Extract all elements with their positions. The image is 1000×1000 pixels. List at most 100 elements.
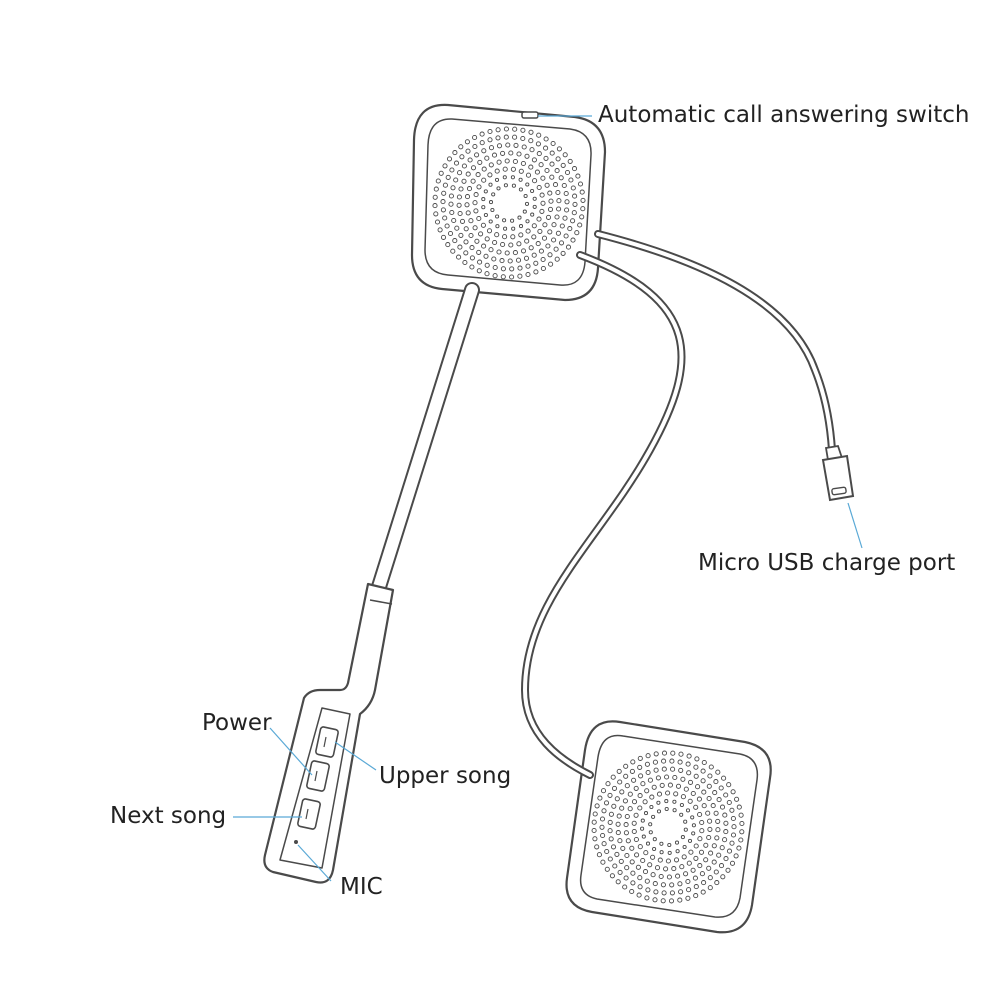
grille-hole <box>432 194 438 200</box>
grille-hole <box>658 873 664 880</box>
grille-hole <box>629 859 635 865</box>
grille-hole <box>617 838 623 844</box>
grille-hole <box>554 256 560 262</box>
grille-hole <box>479 140 485 146</box>
lower-speaker-inner-rim <box>579 734 759 918</box>
grille-hole <box>461 178 467 184</box>
grille-hole <box>494 168 500 174</box>
grille-hole <box>636 892 642 898</box>
grille-hole <box>711 843 717 849</box>
grille-hole <box>457 210 463 217</box>
grille-hole <box>721 775 727 781</box>
grille-hole <box>530 188 535 194</box>
grille-hole <box>699 871 705 877</box>
grille-hole <box>661 890 667 896</box>
grille-hole <box>549 161 555 167</box>
grille-hole <box>536 132 542 138</box>
grille-hole <box>466 186 473 192</box>
grille-hole <box>516 151 522 157</box>
power-button[interactable] <box>306 760 330 792</box>
mic-boom-inner <box>372 284 478 596</box>
grille-hole <box>679 864 685 870</box>
grille-hole <box>700 768 706 774</box>
leader-mic <box>297 844 332 882</box>
grille-hole <box>533 269 539 275</box>
grille-hole <box>470 178 476 184</box>
grille-hole <box>700 889 706 895</box>
grille-hole <box>517 273 523 279</box>
micro-usb-connector[interactable] <box>821 444 855 502</box>
grille-hole <box>544 182 550 188</box>
grille-hole <box>577 181 584 187</box>
grille-hole <box>677 759 683 765</box>
grille-hole <box>648 822 653 827</box>
leader-usb-port <box>847 502 863 549</box>
grille-hole <box>494 232 500 238</box>
grille-hole <box>520 248 527 254</box>
grille-hole <box>603 800 610 806</box>
grille-hole <box>445 174 451 180</box>
grille-hole <box>525 263 531 269</box>
grille-hole <box>511 226 516 231</box>
grille-hole <box>488 182 493 187</box>
grille-hole <box>481 166 487 172</box>
grille-hole <box>462 259 468 266</box>
grille-hole <box>469 245 475 251</box>
grille-hole <box>669 882 675 888</box>
grille-hole <box>623 875 629 881</box>
grille-hole <box>518 177 523 182</box>
grille-hole <box>550 140 556 147</box>
grille-hole <box>683 871 689 877</box>
grille-hole <box>706 795 712 802</box>
grille-hole <box>671 866 677 872</box>
grille-hole <box>720 874 726 880</box>
grille-hole <box>637 793 643 799</box>
next-song-button[interactable] <box>297 798 321 830</box>
grille-hole <box>664 774 670 780</box>
grille-hole <box>701 789 707 795</box>
grille-hole <box>666 874 672 880</box>
grille-hole <box>541 235 548 241</box>
grille-hole <box>718 863 725 869</box>
grille-hole <box>693 855 699 861</box>
grille-hole <box>640 857 646 864</box>
grille-hole <box>481 148 487 154</box>
upper-song-button[interactable] <box>315 726 339 758</box>
grille-hole <box>601 808 607 814</box>
grille-hole <box>518 187 523 192</box>
grille-hole <box>562 215 568 221</box>
grille-hole <box>570 185 576 191</box>
auto-answer-switch[interactable] <box>521 111 539 119</box>
grille-hole <box>535 241 541 247</box>
grille-hole <box>445 242 451 248</box>
grille-hole <box>477 159 483 165</box>
grille-hole <box>543 136 549 142</box>
grille-hole <box>694 756 700 762</box>
grille-hole <box>515 257 522 263</box>
grille-hole <box>481 205 486 210</box>
grille-hole <box>645 753 651 759</box>
grille-hole <box>650 872 656 878</box>
grille-hole <box>556 198 562 204</box>
grille-hole <box>652 759 658 765</box>
grille-hole <box>615 830 621 836</box>
grille-hole <box>729 860 736 866</box>
grille-hole <box>476 215 482 222</box>
grille-hole <box>463 250 469 256</box>
lower-speaker-grille <box>591 750 745 904</box>
grille-hole <box>476 249 482 255</box>
grille-hole <box>690 815 695 820</box>
grille-hole <box>547 190 553 196</box>
grille-hole <box>437 227 443 233</box>
grille-hole <box>722 812 728 818</box>
grille-hole <box>699 828 705 834</box>
grille-hole <box>520 135 526 142</box>
grille-hole <box>688 849 694 855</box>
grille-hole <box>552 182 559 188</box>
grille-hole <box>450 248 456 254</box>
grille-hole <box>699 819 705 826</box>
grille-hole <box>507 258 513 264</box>
grille-hole <box>491 152 498 158</box>
grille-hole <box>685 878 691 885</box>
grille-hole <box>510 166 516 172</box>
